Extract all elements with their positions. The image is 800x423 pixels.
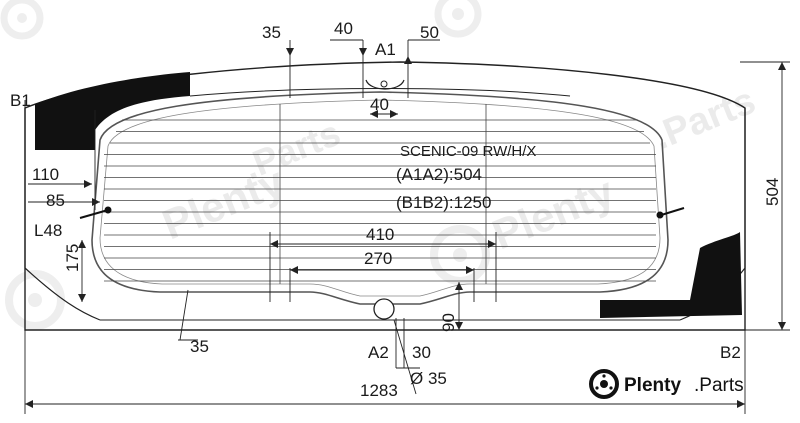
brand-logo: Plenty .Parts xyxy=(589,369,744,399)
dim-span-270: 270 xyxy=(364,249,392,268)
dim-left-175: 175 xyxy=(63,244,82,272)
label-a1: A1 xyxy=(375,40,396,59)
upper-band-edge xyxy=(189,88,571,97)
dim-left-l48: L48 xyxy=(34,221,62,240)
model-code: SCENIC-09 RW/H/X xyxy=(400,143,536,160)
dimension-arrows xyxy=(25,48,786,408)
watermark-text-center: .Parts xyxy=(238,112,346,187)
dim-top-40: 40 xyxy=(334,19,353,38)
wiper-hole xyxy=(373,298,395,320)
label-b2: B2 xyxy=(720,343,741,362)
black-band-left xyxy=(35,72,190,150)
connector-left xyxy=(79,206,112,219)
dim-left-85: 85 xyxy=(46,191,65,210)
dim-overall-width: 1283 xyxy=(360,381,398,400)
dim-span-410: 410 xyxy=(366,225,394,244)
black-band-right xyxy=(600,232,742,318)
brand-name-bold: Plenty xyxy=(624,375,681,396)
dim-right-504: 504 xyxy=(763,178,782,206)
dim-top-50: 50 xyxy=(420,23,439,42)
glass-edge-left xyxy=(24,108,101,321)
heated-area-outline xyxy=(91,91,669,305)
mount-point-a1 xyxy=(380,80,388,88)
spec-a1a2: (A1A2):504 xyxy=(396,165,482,184)
dim-left-110: 110 xyxy=(32,165,59,184)
label-a2: A2 xyxy=(368,343,389,362)
label-b1: B1 xyxy=(10,91,31,110)
dim-bottom-90: 90 xyxy=(439,313,458,332)
connector-right xyxy=(656,207,685,219)
dim-center-40: 40 xyxy=(370,95,389,114)
spec-b1b2: (B1B2):1250 xyxy=(396,193,491,212)
watermark-text-right: Plenty xyxy=(486,167,621,258)
dim-bottom-35: 35 xyxy=(190,337,209,356)
brand-name-rest: .Parts xyxy=(694,375,744,396)
dim-bottom-30: 30 xyxy=(412,343,431,362)
dim-hole-diameter: Ø 35 xyxy=(410,369,447,388)
dim-top-35: 35 xyxy=(262,23,281,42)
heated-area-inner xyxy=(99,99,661,297)
heating-wires xyxy=(104,104,656,284)
